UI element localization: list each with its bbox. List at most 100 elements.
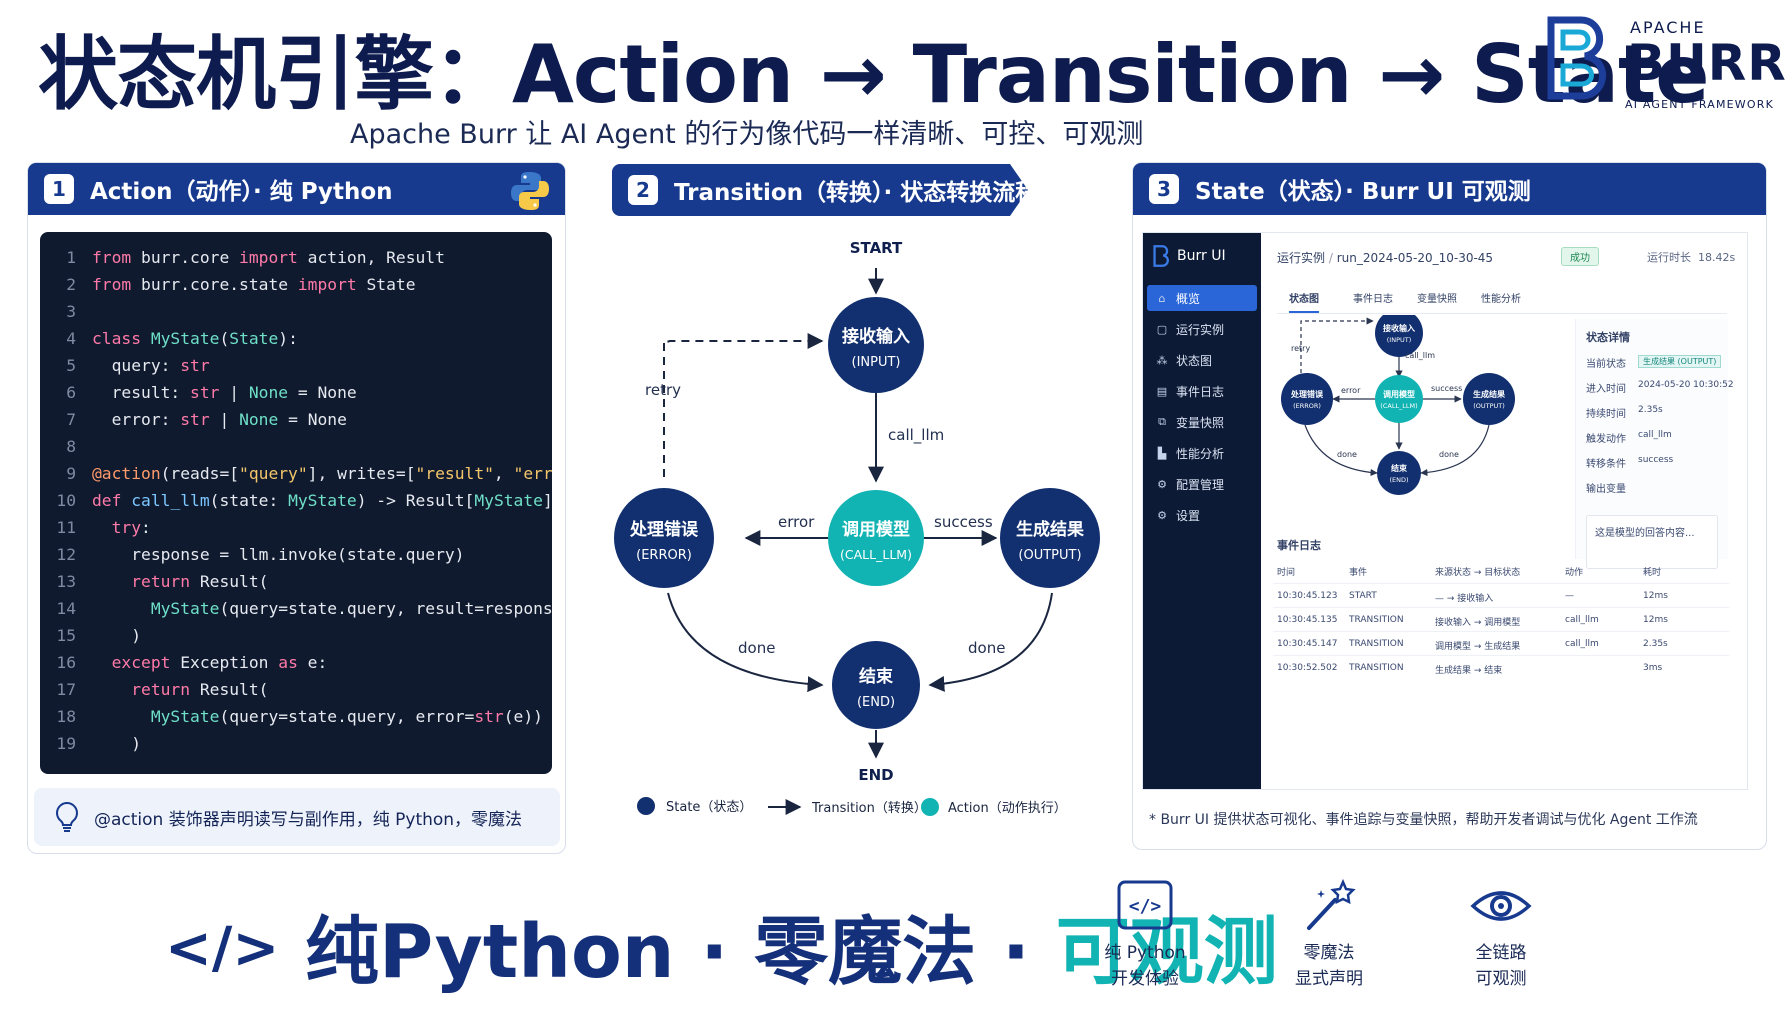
page-subtitle: Apache Burr 让 AI Agent 的行为像代码一样清晰、可控、可观测 — [350, 119, 1144, 150]
log-cell: 10:30:45.123 — [1277, 591, 1338, 601]
node-output-sub: (OUTPUT) — [1018, 548, 1081, 563]
mini-success: success — [1431, 384, 1462, 393]
code-line: 6 result: str | None = None — [66, 383, 357, 402]
slogan-accent: 可观测 — [1055, 909, 1278, 995]
sidebar-item[interactable]: ▢运行实例 — [1147, 316, 1257, 342]
ui-tab[interactable]: 变量快照 — [1417, 294, 1457, 305]
sidebar-item-label: 设置 — [1176, 508, 1201, 523]
ui-note: * Burr UI 提供状态可视化、事件追踪与变量快照，帮助开发者调试与优化 A… — [1149, 812, 1698, 828]
sidebar-item[interactable]: ⁂状态图 — [1147, 347, 1257, 373]
ui-sidebar: Burr UI ⌂概览▢运行实例⁂状态图▤事件日志⧉变量快照▙性能分析⚙配置管理… — [1143, 233, 1261, 789]
node-output: 生成结果 (OUTPUT) — [1000, 488, 1100, 588]
log-cell: START — [1349, 591, 1377, 601]
feature-python-l2: 开发体验 — [1111, 969, 1179, 989]
log-cell: 接收输入 → 调用模型 — [1435, 618, 1521, 628]
ui-tab[interactable]: 性能分析 — [1481, 294, 1521, 305]
feature-magic: 零魔法 显式声明 — [1249, 878, 1409, 992]
mini-done-right: done — [1439, 450, 1459, 459]
log-cell: 调用模型 → 生成结果 — [1435, 642, 1521, 652]
edge-done-left — [667, 592, 824, 693]
detail-key: 当前状态 — [1586, 359, 1626, 370]
mini-error-sub: (ERROR) — [1293, 402, 1321, 410]
log-header: 来源状态 → 目标状态 — [1435, 568, 1521, 578]
feature-magic-l1: 零魔法 — [1303, 943, 1355, 963]
config-icon: ⚙ — [1157, 477, 1167, 491]
code-line: 18 MyState(query=state.query, error=str(… — [56, 707, 543, 726]
step-number: 2 — [628, 175, 658, 205]
logo-apache: APACHE — [1630, 18, 1706, 37]
code-line: 16 except Exception as e: — [56, 653, 328, 672]
sidebar-item-label: 事件日志 — [1176, 384, 1225, 399]
code-line: 5 query: str — [66, 356, 210, 375]
edge-done-right-label: done — [968, 639, 1005, 657]
logo-burr: BURR — [1627, 34, 1787, 92]
burr-logo-icon — [1153, 245, 1169, 267]
log-cell: TRANSITION — [1349, 615, 1404, 625]
edge-error-label: error — [778, 513, 815, 531]
log-cell: — → 接收输入 — [1435, 594, 1494, 604]
tip-box: @action 装饰器声明读写与副作用，纯 Python，零魔法 — [34, 788, 560, 846]
mini-retry: retry — [1291, 344, 1310, 353]
sidebar-item[interactable]: ⧉ 变量快照 — [1147, 409, 1257, 435]
mini-output-label: 生成结果 — [1473, 389, 1505, 399]
mini-end-label: 结束 — [1391, 463, 1408, 473]
mini-input-label: 接收输入 — [1383, 323, 1415, 333]
settings-icon: ⚙ — [1157, 508, 1167, 522]
detail-key: 转移条件 — [1586, 459, 1626, 470]
sidebar-item[interactable]: ⚙ 配置管理 — [1147, 471, 1257, 497]
breadcrumb-run-id: run_2024-05-20_10-30-45 — [1336, 251, 1494, 265]
state-panel-title: State（状态）· Burr UI 可观测 — [1195, 179, 1531, 205]
home-icon: ⌂ — [1158, 291, 1166, 305]
ui-tab[interactable]: 事件日志 — [1353, 294, 1393, 305]
end-label: END — [858, 766, 893, 784]
node-call-llm: 调用模型 (CALL_LLM) — [828, 490, 924, 586]
sidebar-item[interactable]: ▤ 事件日志 — [1147, 378, 1257, 404]
code-line: 14 MyState(query=state.query, result=res… — [56, 599, 552, 618]
sidebar-item-label: 配置管理 — [1176, 477, 1225, 492]
sidebar-item-label: 性能分析 — [1176, 446, 1225, 461]
sidebar-item[interactable]: ▙ 性能分析 — [1147, 440, 1257, 466]
feature-python: </> 纯 Python 开发体验 — [1065, 878, 1225, 992]
diagram-legend: State（状态） Transition（转换） Action（动作执行） — [637, 797, 1067, 816]
log-header: 动作 — [1565, 568, 1584, 578]
feature-observe-l1: 全链路 — [1475, 943, 1527, 963]
log-icon: ▤ — [1156, 384, 1168, 398]
snapshot-icon: ⧉ — [1158, 415, 1166, 428]
duration-label: 运行时长 — [1647, 251, 1691, 264]
ui-tab[interactable]: 状态图 — [1289, 290, 1319, 313]
breadcrumb-root[interactable]: 运行实例 — [1277, 251, 1326, 265]
node-error: 处理错误 (ERROR) — [614, 488, 714, 588]
code-window-icon: </> — [1117, 880, 1173, 930]
chart-icon: ▙ — [1157, 446, 1167, 460]
node-input-sub: (INPUT) — [852, 355, 901, 370]
feature-observe-l2: 可观测 — [1475, 969, 1527, 989]
sidebar-item[interactable]: ⌂概览 — [1147, 285, 1257, 311]
code-line: 11 try: — [56, 518, 151, 537]
tip-text: @action 装饰器声明读写与副作用，纯 Python，零魔法 — [94, 809, 523, 830]
sidebar-item[interactable]: ⚙ 设置 — [1147, 502, 1257, 528]
edge-success-label: success — [934, 513, 993, 531]
ui-breadcrumb: 运行实例 / run_2024-05-20_10-30-45 — [1277, 249, 1493, 266]
edge-retry-label: retry — [645, 381, 681, 399]
step-number: 3 — [1149, 174, 1179, 204]
code-line: 12 response = llm.invoke(state.query) — [56, 545, 465, 564]
feature-observe: 全链路 可观测 — [1421, 878, 1581, 992]
node-output-label: 生成结果 — [1016, 519, 1084, 540]
sidebar-item-label: 变量快照 — [1176, 415, 1225, 430]
log-cell: TRANSITION — [1349, 663, 1404, 673]
log-cell: 3ms — [1643, 663, 1663, 673]
node-end-sub: (END) — [857, 695, 895, 710]
detail-key: 进入时间 — [1586, 384, 1626, 395]
code-line: 9@action(reads=["query"], writes=["resul… — [66, 464, 552, 483]
burr-ui-window: Burr UI ⌂概览▢运行实例⁂状态图▤事件日志⧉变量快照▙性能分析⚙配置管理… — [1142, 232, 1748, 790]
log-title: 事件日志 — [1277, 539, 1321, 552]
code-brackets-icon: </> — [165, 916, 280, 981]
ui-tabs: 状态图 事件日志 变量快照 性能分析 — [1277, 287, 1727, 314]
